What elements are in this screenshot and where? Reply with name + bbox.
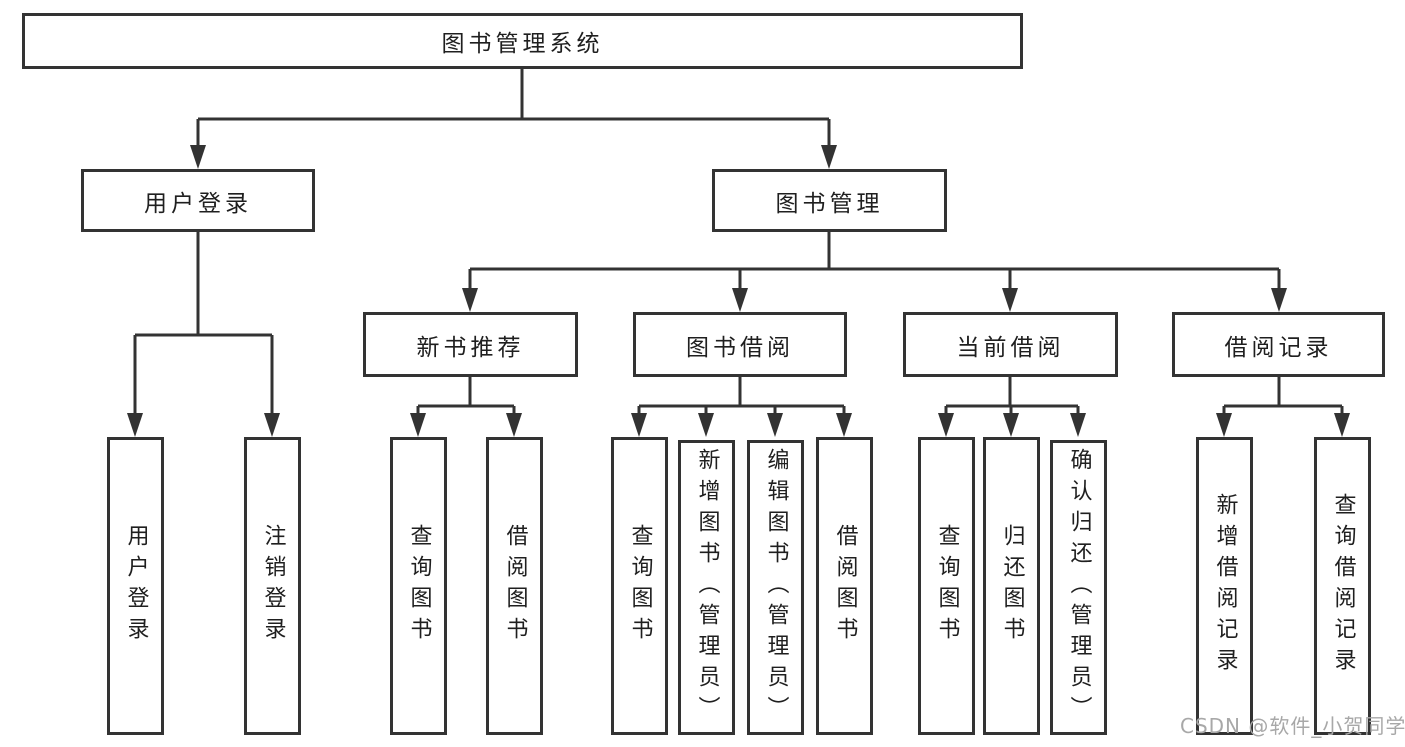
leaf-borrowing-borrow-books: 借阅图书 xyxy=(816,437,873,735)
leaf-current-confirm-return-admin: 确认归还（管理员） xyxy=(1050,440,1107,735)
leaf-borrowing-query-books: 查询图书 xyxy=(611,437,668,735)
leaf-current-query-books: 查询图书 xyxy=(918,437,975,735)
leaf-records-add-record: 新增借阅记录 xyxy=(1196,437,1253,735)
leaf-user-login: 用户登录 xyxy=(107,437,164,735)
node-new-book-recommend: 新书推荐 xyxy=(363,312,578,377)
csdn-watermark: CSDN @软件_小贺同学 xyxy=(1180,714,1405,738)
node-root: 图书管理系统 xyxy=(22,13,1023,69)
leaf-newbooks-query-books: 查询图书 xyxy=(390,437,447,735)
leaf-borrowing-add-books-admin: 新增图书（管理员） xyxy=(678,440,735,735)
node-book-management: 图书管理 xyxy=(712,169,947,232)
leaf-newbooks-borrow-books: 借阅图书 xyxy=(486,437,543,735)
leaf-logout: 注销登录 xyxy=(244,437,301,735)
node-book-borrowing: 图书借阅 xyxy=(633,312,847,377)
node-borrowing-records: 借阅记录 xyxy=(1172,312,1385,377)
node-current-borrowing: 当前借阅 xyxy=(903,312,1118,377)
node-user-login: 用户登录 xyxy=(81,169,315,232)
leaf-borrowing-edit-books-admin: 编辑图书（管理员） xyxy=(747,440,804,735)
leaf-records-query-record: 查询借阅记录 xyxy=(1314,437,1371,735)
leaf-current-return-books: 归还图书 xyxy=(983,437,1040,735)
